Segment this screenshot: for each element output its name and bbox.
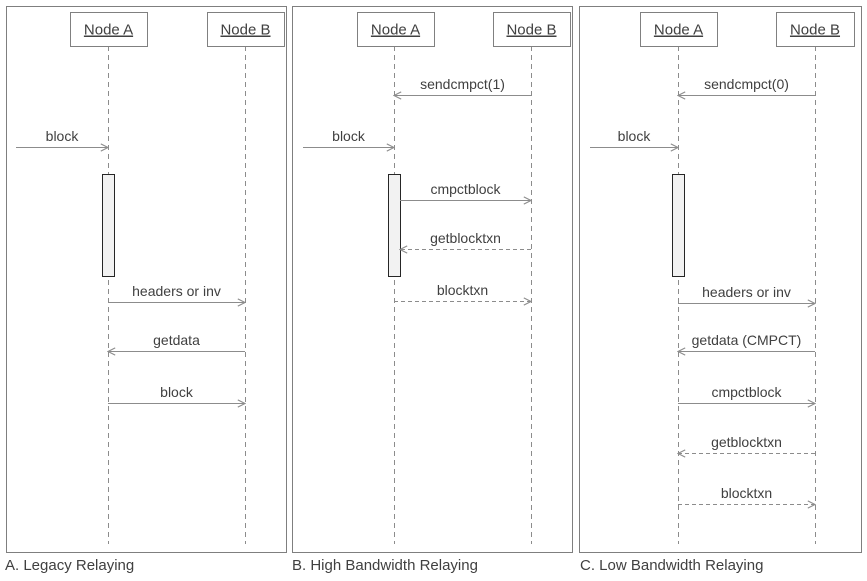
message-label: sendcmpct(1)	[420, 76, 505, 92]
node-label: Node A	[654, 22, 703, 39]
node-label: Node B	[220, 22, 270, 39]
panel-b: Node A Node B sendcmpct(1) block cmpctblock g…	[292, 6, 573, 553]
panel-c: Node A Node B sendcmpct(0) block headers or …	[579, 6, 862, 553]
message-label: blocktxn	[721, 485, 772, 501]
message-label: block	[332, 128, 366, 144]
message-label: getblocktxn	[711, 434, 782, 450]
message-label: blocktxn	[437, 282, 488, 298]
panel-a: Node A Node B block headers or inv getdata bl…	[6, 6, 287, 553]
node-box-b: Node B	[493, 12, 571, 47]
panel-drawing: Node A Node B block headers or inv getdata bl…	[16, 12, 285, 544]
node-box-a: Node A	[640, 12, 718, 47]
message-label: cmpctblock	[711, 384, 782, 400]
message-label: headers or inv	[702, 284, 791, 300]
panel-caption: A. Legacy Relaying	[5, 557, 135, 574]
message-label: getdata	[153, 332, 200, 348]
node-box-b: Node B	[207, 12, 285, 47]
message-label: getdata (CMPCT)	[692, 332, 802, 348]
panel-drawing: Node A Node B sendcmpct(1) block cmpctblock g…	[303, 12, 571, 544]
activation-bar	[102, 174, 115, 277]
message-label: getblocktxn	[430, 230, 501, 246]
panel-drawing: Node A Node B sendcmpct(0) block headers or …	[590, 12, 855, 544]
message-label: block	[46, 128, 80, 144]
message-label: sendcmpct(0)	[704, 76, 789, 92]
node-label: Node B	[790, 22, 840, 39]
node-box-a: Node A	[70, 12, 148, 47]
panel-caption: C. Low Bandwidth Relaying	[580, 557, 764, 574]
panel-caption: B. High Bandwidth Relaying	[292, 557, 478, 574]
activation-bar	[388, 174, 401, 277]
node-label: Node A	[371, 22, 420, 39]
message-label: cmpctblock	[430, 181, 501, 197]
activation-bar	[672, 174, 685, 277]
message-label: headers or inv	[132, 283, 221, 299]
node-label: Node A	[84, 22, 133, 39]
node-label: Node B	[506, 22, 556, 39]
message-label: block	[160, 384, 194, 400]
node-box-b: Node B	[776, 12, 855, 47]
node-box-a: Node A	[357, 12, 435, 47]
message-label: block	[618, 128, 652, 144]
